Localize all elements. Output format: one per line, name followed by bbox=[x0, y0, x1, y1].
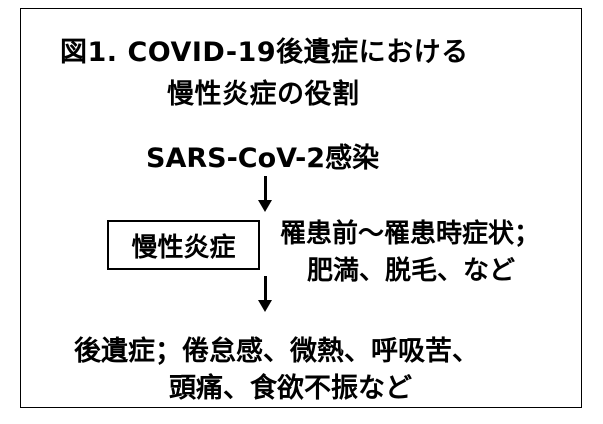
chronic-inflammation-box: 慢性炎症 bbox=[107, 220, 260, 270]
figure-title-line-1: 図1. COVID-19後遺症における bbox=[60, 37, 469, 68]
down-arrow-icon bbox=[258, 176, 272, 212]
arrow-head bbox=[258, 300, 272, 312]
sequelae-line-2: 頭痛、食欲不振など bbox=[169, 373, 412, 404]
cause-label: SARS-CoV-2感染 bbox=[146, 143, 380, 174]
figure-frame bbox=[20, 8, 582, 408]
figure-title-line-2: 慢性炎症の役割 bbox=[167, 79, 360, 110]
side-symptoms-line-2: 肥満、脱毛、など bbox=[307, 256, 516, 286]
sequelae-line-1: 後遺症；倦怠感、微熱、呼吸苦、 bbox=[74, 336, 479, 367]
arrow-head bbox=[258, 200, 272, 212]
arrow-shaft bbox=[264, 176, 267, 202]
down-arrow-icon bbox=[258, 276, 272, 312]
arrow-shaft bbox=[264, 276, 267, 302]
chronic-inflammation-label: 慢性炎症 bbox=[131, 232, 236, 263]
side-symptoms-line-1: 罹患前～罹患時症状； bbox=[280, 219, 541, 249]
